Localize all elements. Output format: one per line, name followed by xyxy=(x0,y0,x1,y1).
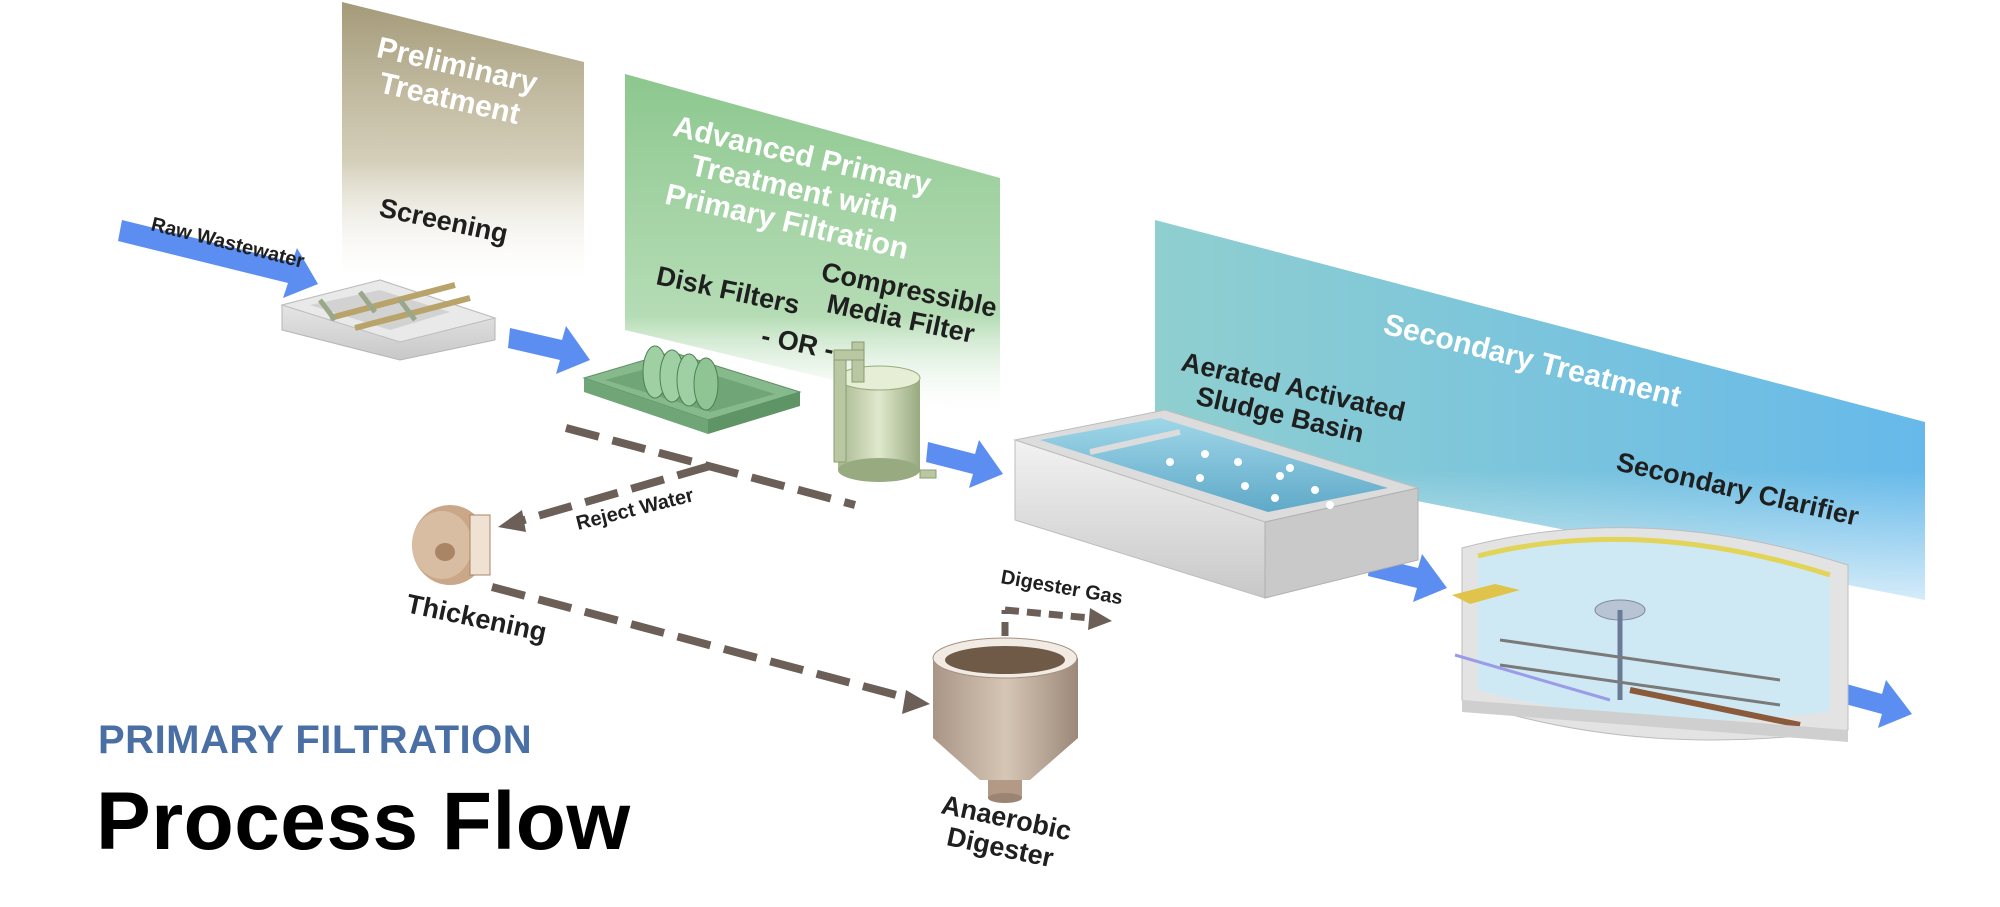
thickening-unit xyxy=(412,505,491,585)
screening-unit xyxy=(280,279,497,361)
secondary-clarifier-unit xyxy=(1452,527,1849,742)
aeration-basin-unit xyxy=(1013,409,1420,599)
secondary-treatment-panel xyxy=(1155,220,1925,600)
digester-gas-line xyxy=(1001,606,1112,636)
reject-water-line xyxy=(498,424,857,532)
aeration-bubbles xyxy=(1166,450,1334,509)
thickening-label: Thickening xyxy=(404,589,550,648)
disk-filter-unit xyxy=(582,345,802,434)
diagram-subtitle: PRIMARY FILTRATION xyxy=(98,718,533,762)
anaerobic-digester-unit xyxy=(932,637,1078,803)
compressible-media-filter-unit xyxy=(833,341,937,482)
advanced-primary-panel xyxy=(625,74,1000,420)
thickened-sludge-line xyxy=(490,583,930,714)
flow-arrow-influent xyxy=(118,220,318,298)
digester-gas-label: Digester Gas xyxy=(999,566,1124,609)
diagram-title: Process Flow xyxy=(96,776,631,867)
preliminary-treatment-panel xyxy=(342,2,584,290)
flow-arrow-2 xyxy=(926,440,1003,488)
reject-water-label: Reject Water xyxy=(574,484,696,535)
flow-arrow-1 xyxy=(508,326,590,374)
